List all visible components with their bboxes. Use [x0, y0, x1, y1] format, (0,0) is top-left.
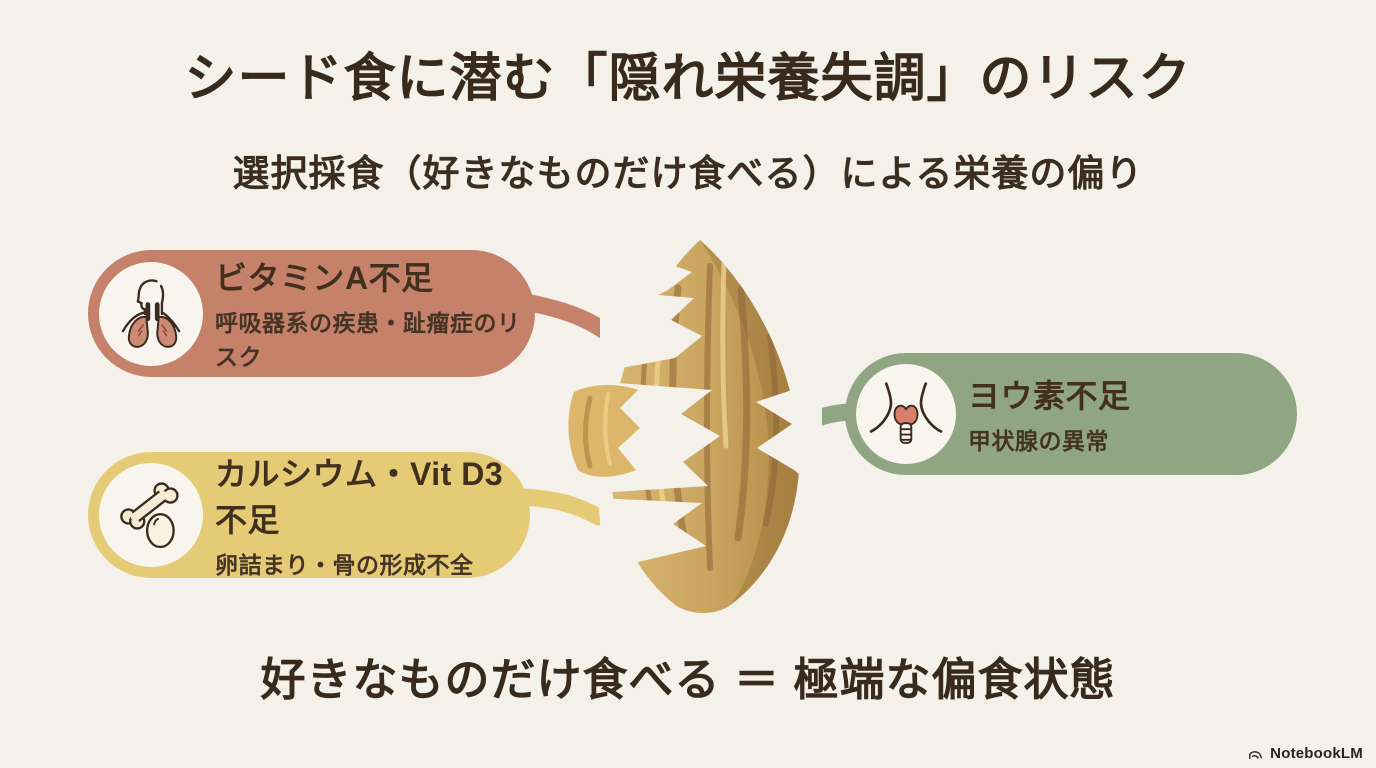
callout-description: 甲状腺の異常 — [968, 427, 1109, 454]
callout-description: 卵詰まり・骨の形成不全 — [215, 551, 474, 578]
respiratory-system-icon — [99, 261, 203, 366]
seed-body — [609, 240, 800, 613]
connector-iodine — [776, 403, 859, 456]
notebooklm-label: NotebookLM — [1270, 744, 1363, 762]
seed-illustration — [568, 240, 822, 613]
callout-heading: ビタミンA不足 — [215, 260, 434, 296]
callout-calcium-vitd3: カルシウム・Vit D3不足 卵詰まり・骨の形成不全 — [88, 452, 530, 578]
connector-calcium — [509, 488, 608, 526]
thyroid-icon — [856, 364, 956, 464]
seed-bite-notches — [578, 258, 822, 570]
callout-iodine: ヨウ素不足 甲状腺の異常 — [845, 353, 1297, 475]
callout-description: 呼吸器系の疾患・趾瘤症のリスク — [215, 310, 521, 370]
callout-heading: カルシウム・Vit D3不足 — [215, 455, 504, 538]
connector-vitamin-a — [511, 292, 637, 360]
page-subtitle: 選択採食（好きなものだけ食べる）による栄養の偏り — [232, 153, 1144, 194]
callout-heading: ヨウ素不足 — [968, 377, 1131, 414]
notebooklm-icon — [1249, 750, 1263, 759]
bone-and-egg-icon — [99, 463, 203, 567]
notebooklm-watermark: NotebookLM — [1247, 742, 1363, 764]
page-title: シード食に潜む「隠れ栄養失調」のリスク — [184, 50, 1192, 108]
conclusion-statement: 好きなものだけ食べる ＝ 極端な偏食状態 — [260, 654, 1116, 705]
callout-vitamin-a: ビタミンA不足 呼吸器系の疾患・趾瘤症のリスク — [88, 250, 535, 377]
seed-fragment — [568, 385, 640, 477]
